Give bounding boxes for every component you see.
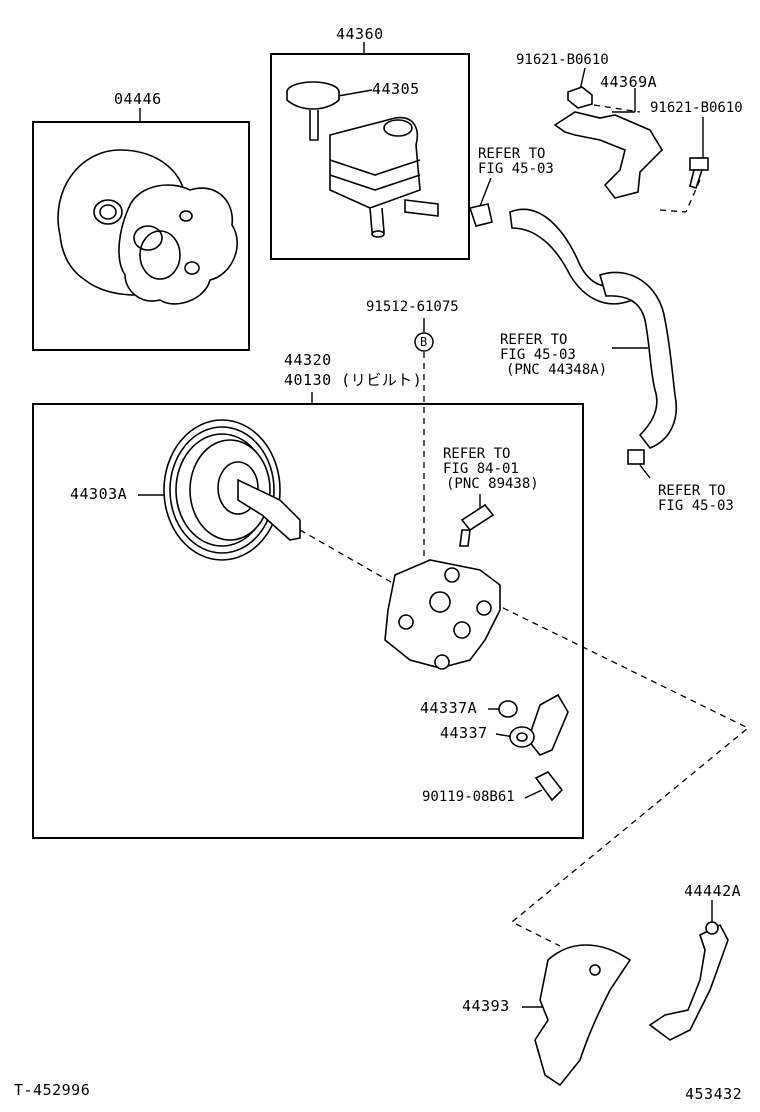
ref-right: 453432 <box>685 1085 743 1103</box>
cover-drawing <box>534 944 632 1087</box>
pulley-drawing <box>163 419 301 561</box>
refer1-line1: REFER TO <box>478 146 546 162</box>
refer2-line3: (PNC 44348A) <box>506 362 608 378</box>
refer2-line2: FIG 45-03 <box>500 347 576 363</box>
ref-left: T-452996 <box>14 1081 91 1099</box>
b-marker-circle <box>414 332 434 352</box>
label-pump-assy: 44320 <box>284 351 332 369</box>
label-bracket: 44369A <box>600 73 658 91</box>
label-kit: 04446 <box>114 90 162 108</box>
gasket-kit-drawing <box>57 149 238 305</box>
refer3-line1: REFER TO <box>443 446 511 462</box>
label-bracket2: 44442A <box>684 882 742 900</box>
label-pulley: 44303A <box>70 485 128 503</box>
reservoir-frame <box>270 53 470 260</box>
hose-drawing <box>468 203 677 465</box>
refer3-line3: (PNC 89438) <box>446 476 539 492</box>
label-bolt-b: 91512-61075 <box>366 299 459 315</box>
b-marker: B <box>420 335 428 349</box>
label-cap: 44305 <box>372 80 420 98</box>
label-union-bolt: 90119-08B61 <box>422 789 515 805</box>
refer1-line2: FIG 45-03 <box>478 161 554 177</box>
refer3-line2: FIG 84-01 <box>443 461 519 477</box>
bracket2-drawing <box>648 921 729 1041</box>
refer2-line1: REFER TO <box>500 332 568 348</box>
reservoir-drawing <box>286 81 439 238</box>
label-reservoir: 44360 <box>336 25 384 43</box>
label-pump-rebuilt: 40130 (リビルト) <box>284 371 423 389</box>
bracket-drawing <box>553 86 709 199</box>
kit-frame <box>32 121 250 351</box>
label-bolt1: 91621-B0610 <box>516 52 609 68</box>
refer4-line2: FIG 45-03 <box>658 498 734 514</box>
label-union: 44337 <box>440 724 488 742</box>
label-oring: 44337A <box>420 699 478 717</box>
pump-body-drawing <box>384 503 501 670</box>
refer4-line1: REFER TO <box>658 483 726 499</box>
pump-frame <box>32 403 584 839</box>
label-cover: 44393 <box>462 997 510 1015</box>
label-bolt2: 91621-B0610 <box>650 100 743 116</box>
union-drawing <box>498 693 569 802</box>
